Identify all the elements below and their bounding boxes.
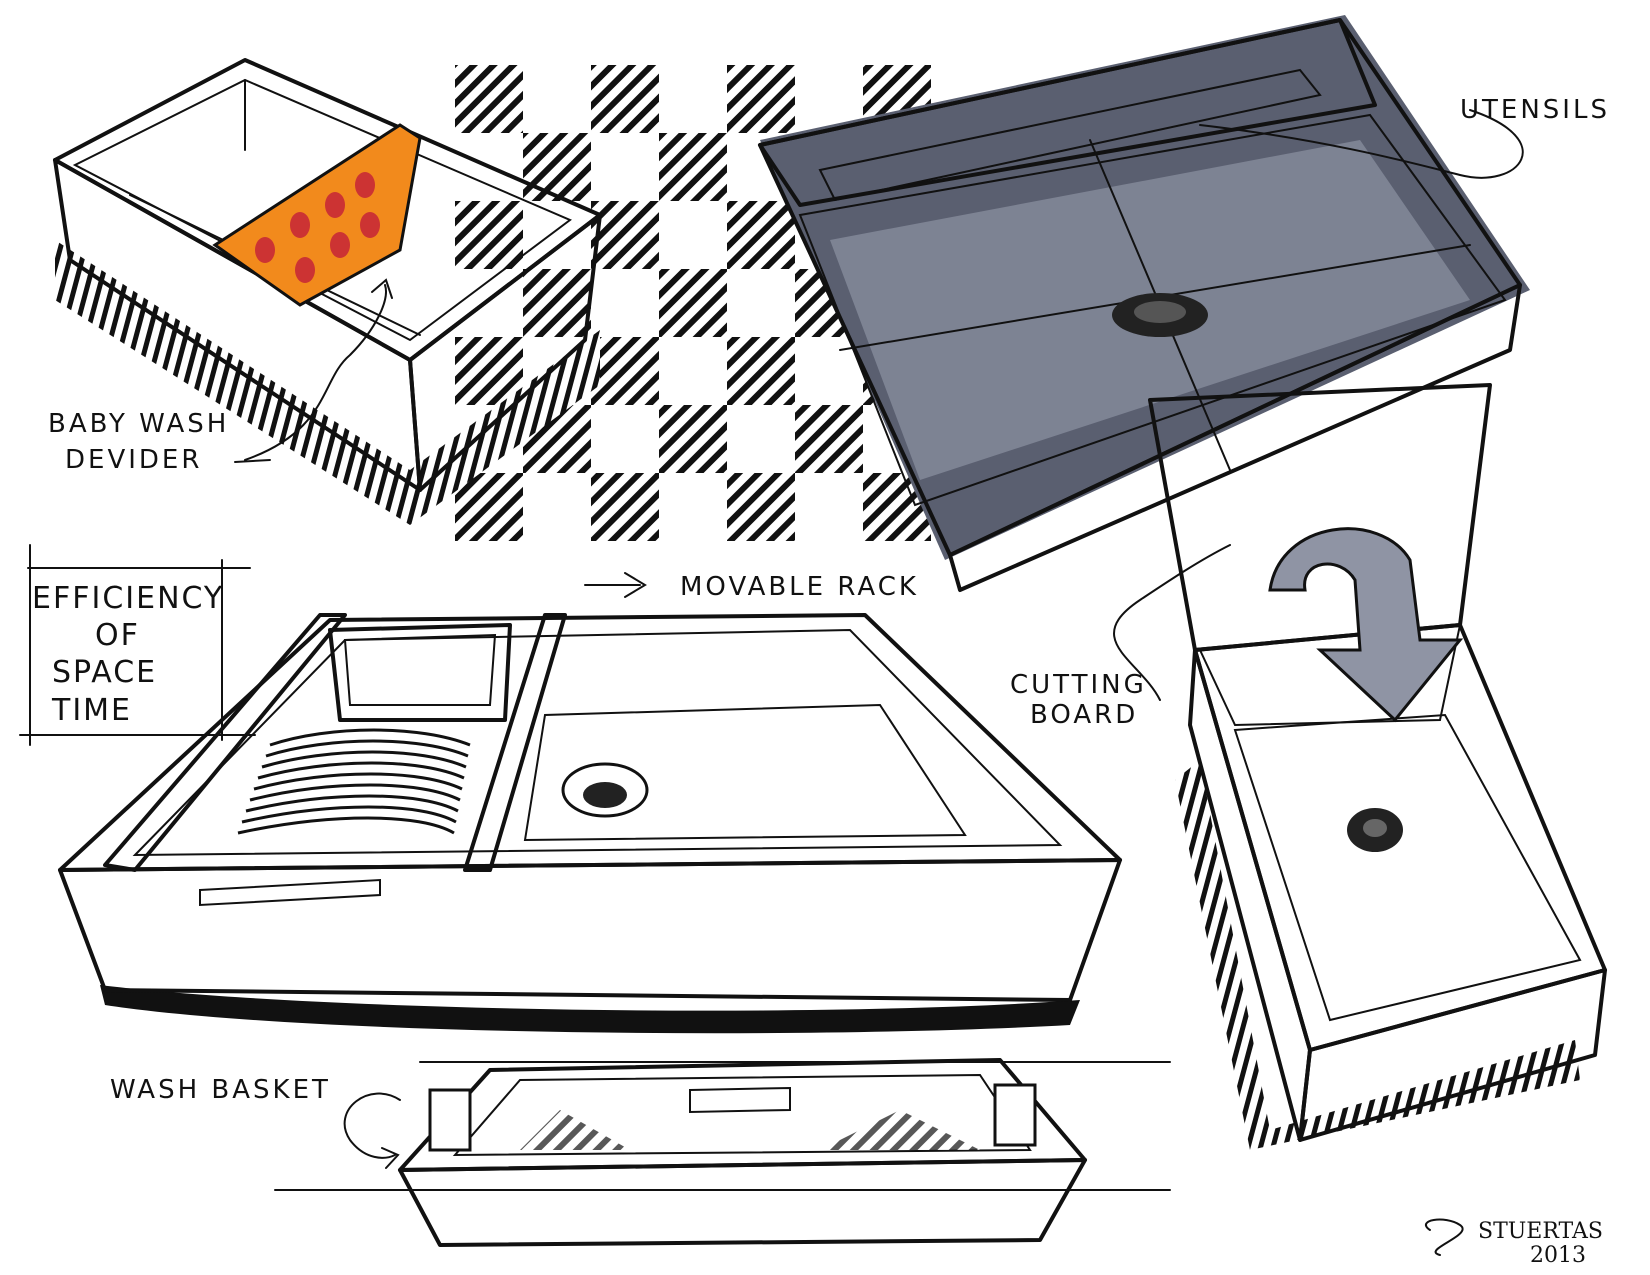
dish-slot [253,772,463,791]
checker-cell [523,133,591,201]
label-utensils: UTENSILS [1460,95,1610,125]
baby-wash-sink-sketch [53,58,602,525]
dish-slot [245,794,459,813]
dish-slot [261,750,467,769]
utensil-sink-sketch [758,15,1530,592]
label-movable-rack: MOVABLE RACK [680,572,919,602]
checker-cell [727,473,795,541]
checker-cell [727,201,795,269]
orange-divider-panel [212,123,422,307]
checker-cell [659,133,727,201]
dish-slot [265,739,469,758]
checker-cell [727,65,795,133]
dish-slot [257,761,465,780]
label-baby-wash: BABY WASH [48,409,229,439]
label-space: SPACE [52,655,157,690]
checker-cell [795,405,863,473]
checker-cell [455,473,523,541]
wash-basket-sketch [274,1058,1171,1247]
main-sink-rack-sketch [58,572,1122,1034]
checker-cell [591,473,659,541]
checker-cell [591,337,659,405]
checker-cell [659,405,727,473]
label-wash-basket: WASH BASKET [110,1075,331,1105]
dish-slot [269,728,471,747]
checker-cell [659,269,727,337]
dish-slot [237,816,455,835]
artist-signature: STUERTAS 2013 [1425,1218,1603,1268]
label-time: TIME [51,693,132,728]
label-efficiency: EFFICIENCY [32,581,224,616]
checker-cell [727,337,795,405]
checker-cell [455,201,523,269]
dish-rack-slots [237,728,471,835]
checker-cell [591,65,659,133]
label-of: OF [95,618,140,653]
dish-slot [249,783,461,802]
cutting-board-sink-sketch [1113,383,1607,1150]
label-devider: DEVIDER [65,445,202,475]
checker-cell [591,201,659,269]
checker-cell [455,337,523,405]
checker-cell [455,65,523,133]
signature-year: 2013 [1530,1243,1586,1268]
efficiency-note-box [19,544,256,746]
signature-name: STUERTAS [1478,1219,1603,1244]
label-cutting: CUTTING [1010,670,1147,700]
label-board: BOARD [1030,700,1138,730]
dish-slot [241,805,457,824]
checker-cell [523,269,591,337]
